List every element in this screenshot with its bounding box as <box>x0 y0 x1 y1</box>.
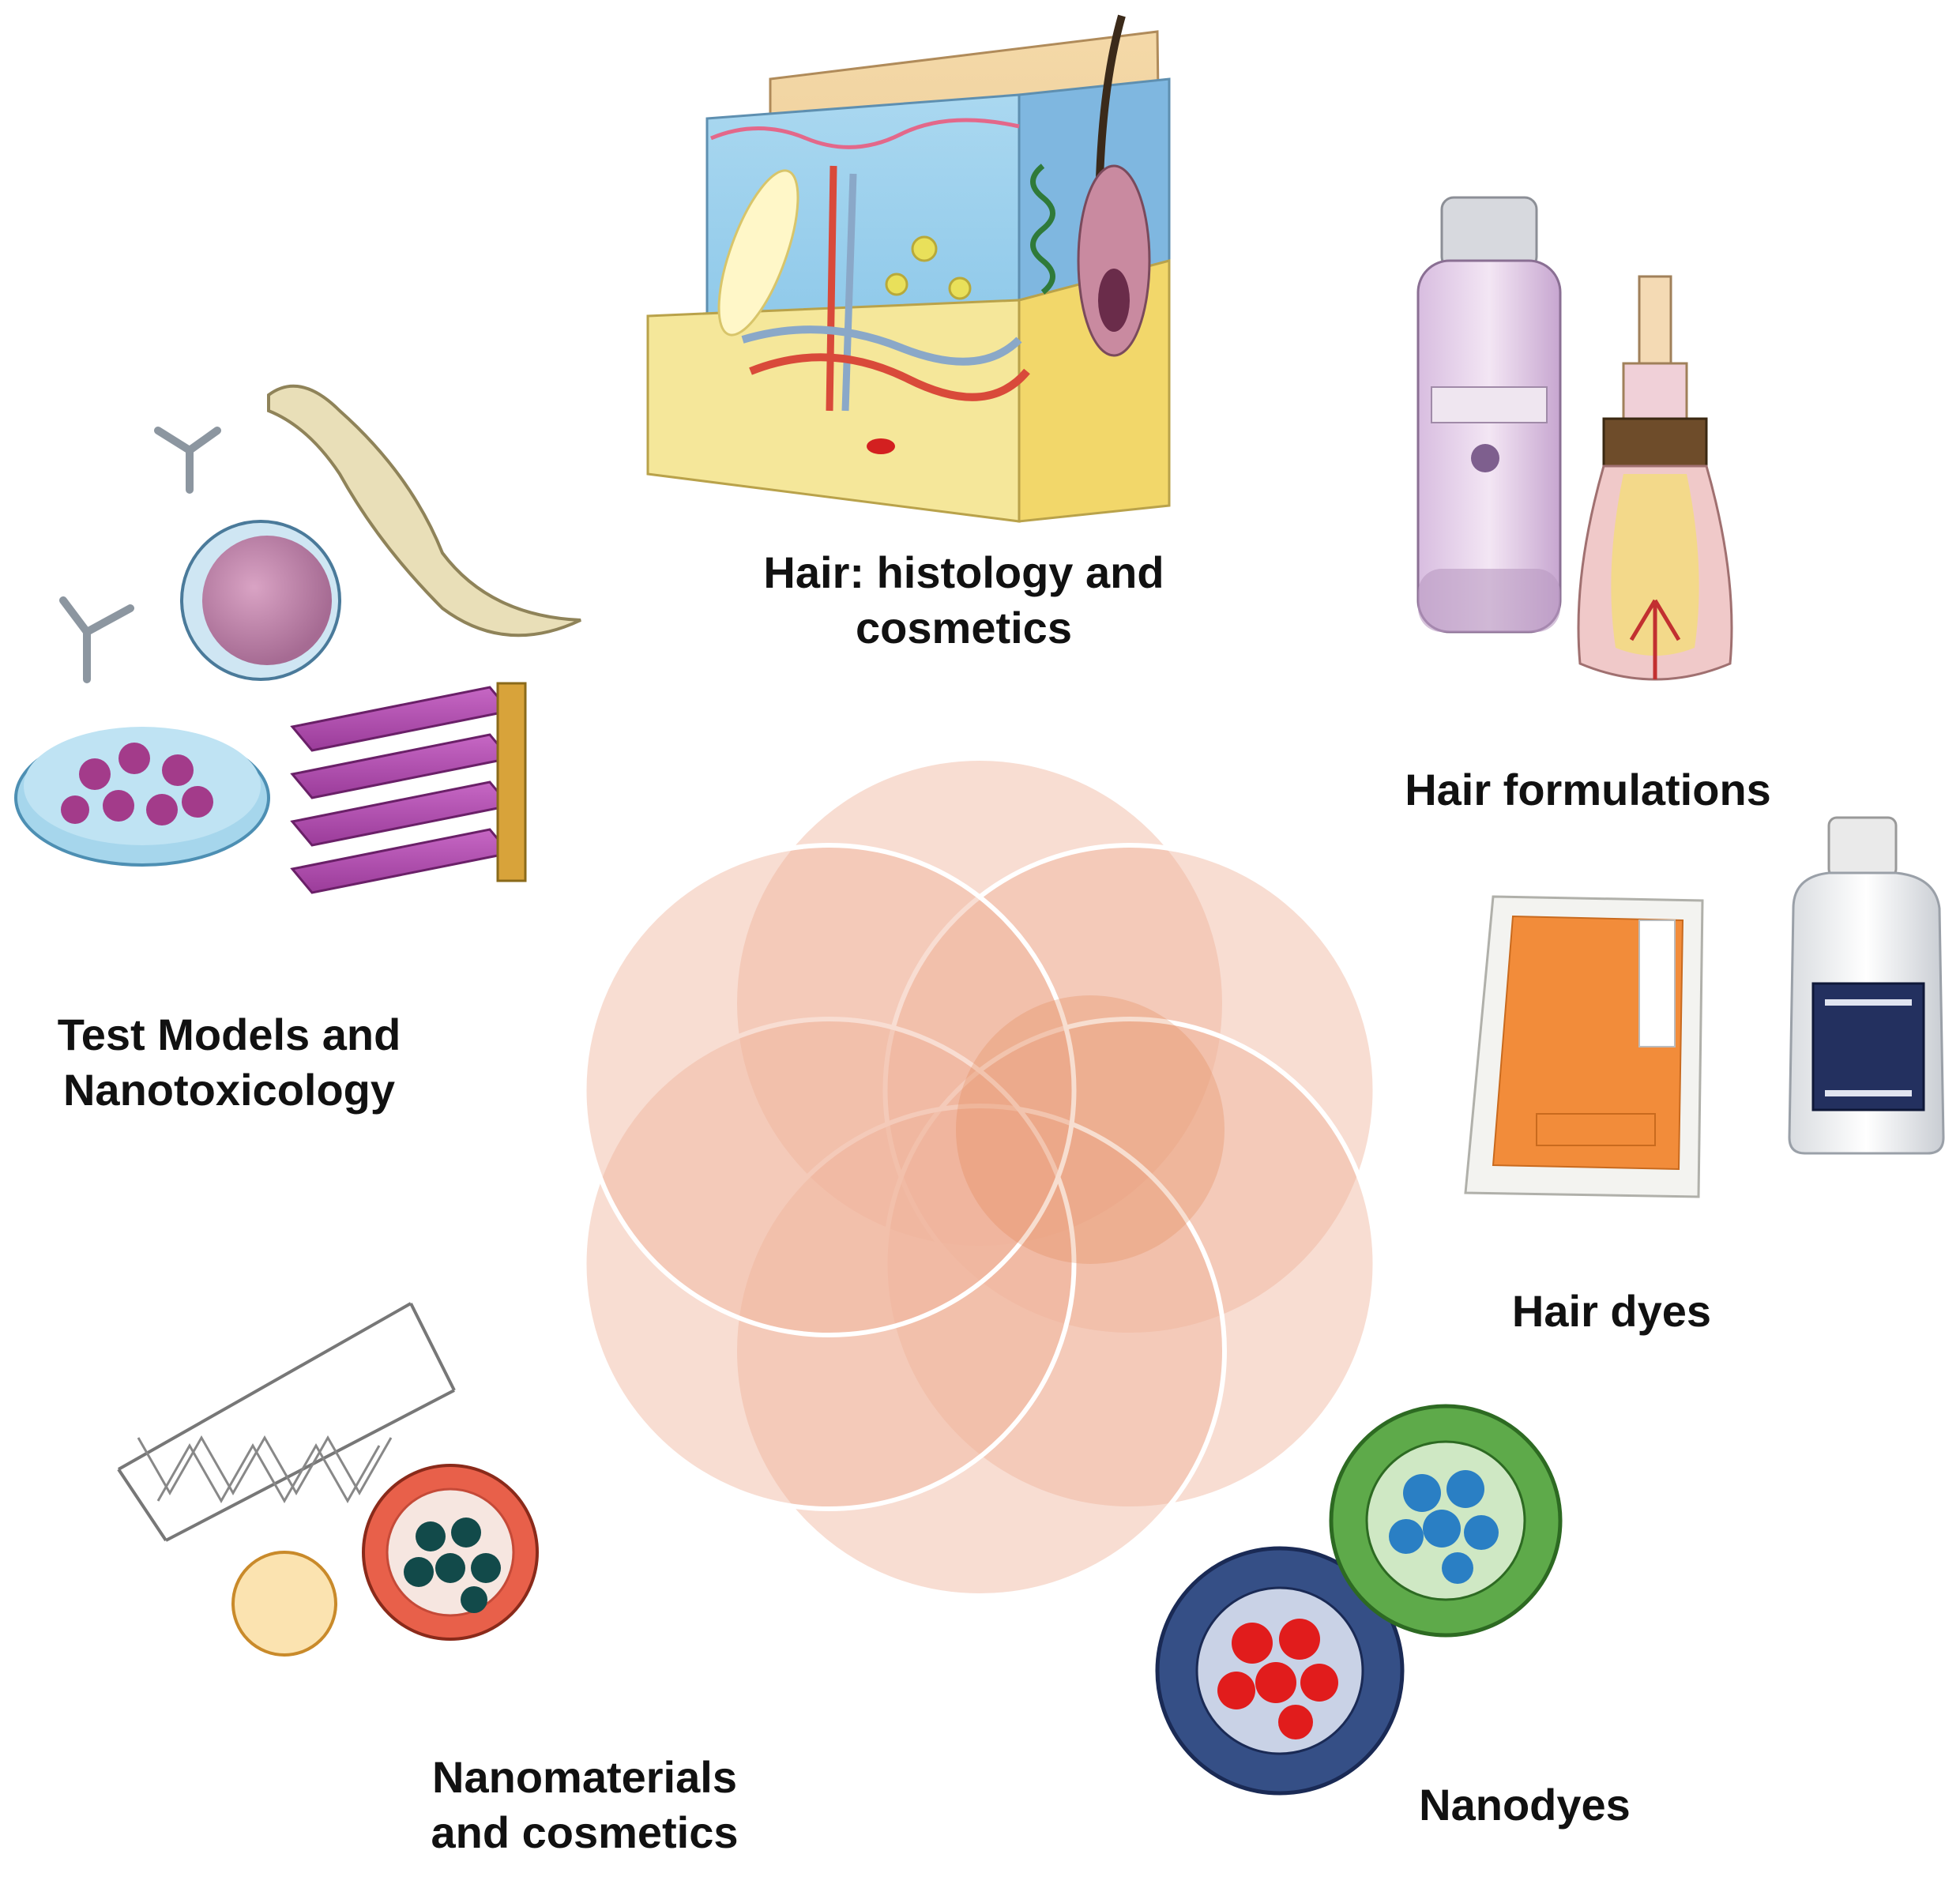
flower-petal-4 <box>732 1104 1227 1598</box>
cell-culture-flasks-icon <box>290 682 527 894</box>
flower-center-shade <box>956 995 1225 1264</box>
label-nanomaterials: Nanomaterials and cosmetics <box>387 1750 782 1860</box>
blue-nanoparticle-capsule-icon <box>1329 1404 1563 1638</box>
nanoparticle-capsule-icon <box>362 1464 539 1641</box>
liposome-icon <box>231 1551 337 1657</box>
red-nanoparticle-capsule-icon <box>1155 1546 1405 1796</box>
shampoo-bottle-icon <box>1416 196 1562 634</box>
label-test-models-line2: Nanotoxicology <box>62 1065 396 1115</box>
label-hair-histology-line1: Hair: histology and <box>763 547 1164 597</box>
antibody-icon <box>59 427 221 683</box>
label-test-models-line1: Test Models and <box>57 1010 401 1059</box>
nematode-worm-icon <box>267 384 581 637</box>
flower-petal-1 <box>732 756 1227 1250</box>
central-flower-diagram <box>581 756 1378 1598</box>
flower-petal-6 <box>581 843 1077 1337</box>
label-hair-formulations: Hair formulations <box>1405 765 1771 814</box>
skin-hair-follicle-cross-section-icon <box>646 14 1171 523</box>
hair-dye-sachet-icon <box>1464 895 1704 1198</box>
label-hair-histology: Hair: histology and cosmetics <box>743 545 1185 656</box>
label-nanomaterials-line2: and cosmetics <box>431 1807 739 1857</box>
label-hair-dyes: Hair dyes <box>1511 1286 1712 1336</box>
label-nanodyes: Nanodyes <box>1419 1780 1631 1830</box>
label-nanomaterials-line1: Nanomaterials <box>432 1752 737 1802</box>
hair-bulb-icon <box>1577 275 1733 681</box>
cell-icon <box>180 520 341 681</box>
flower-petal-3 <box>882 1017 1378 1511</box>
flower-petal-5 <box>581 1017 1077 1511</box>
label-hair-histology-line2: cosmetics <box>856 603 1072 653</box>
developer-bottle-icon <box>1788 816 1945 1155</box>
petri-dish-icon <box>14 727 270 867</box>
stent-mesh-icon <box>117 1302 456 1542</box>
label-test-models: Test Models and Nanotoxicology <box>16 1007 442 1118</box>
flower-petal-2 <box>882 843 1378 1337</box>
